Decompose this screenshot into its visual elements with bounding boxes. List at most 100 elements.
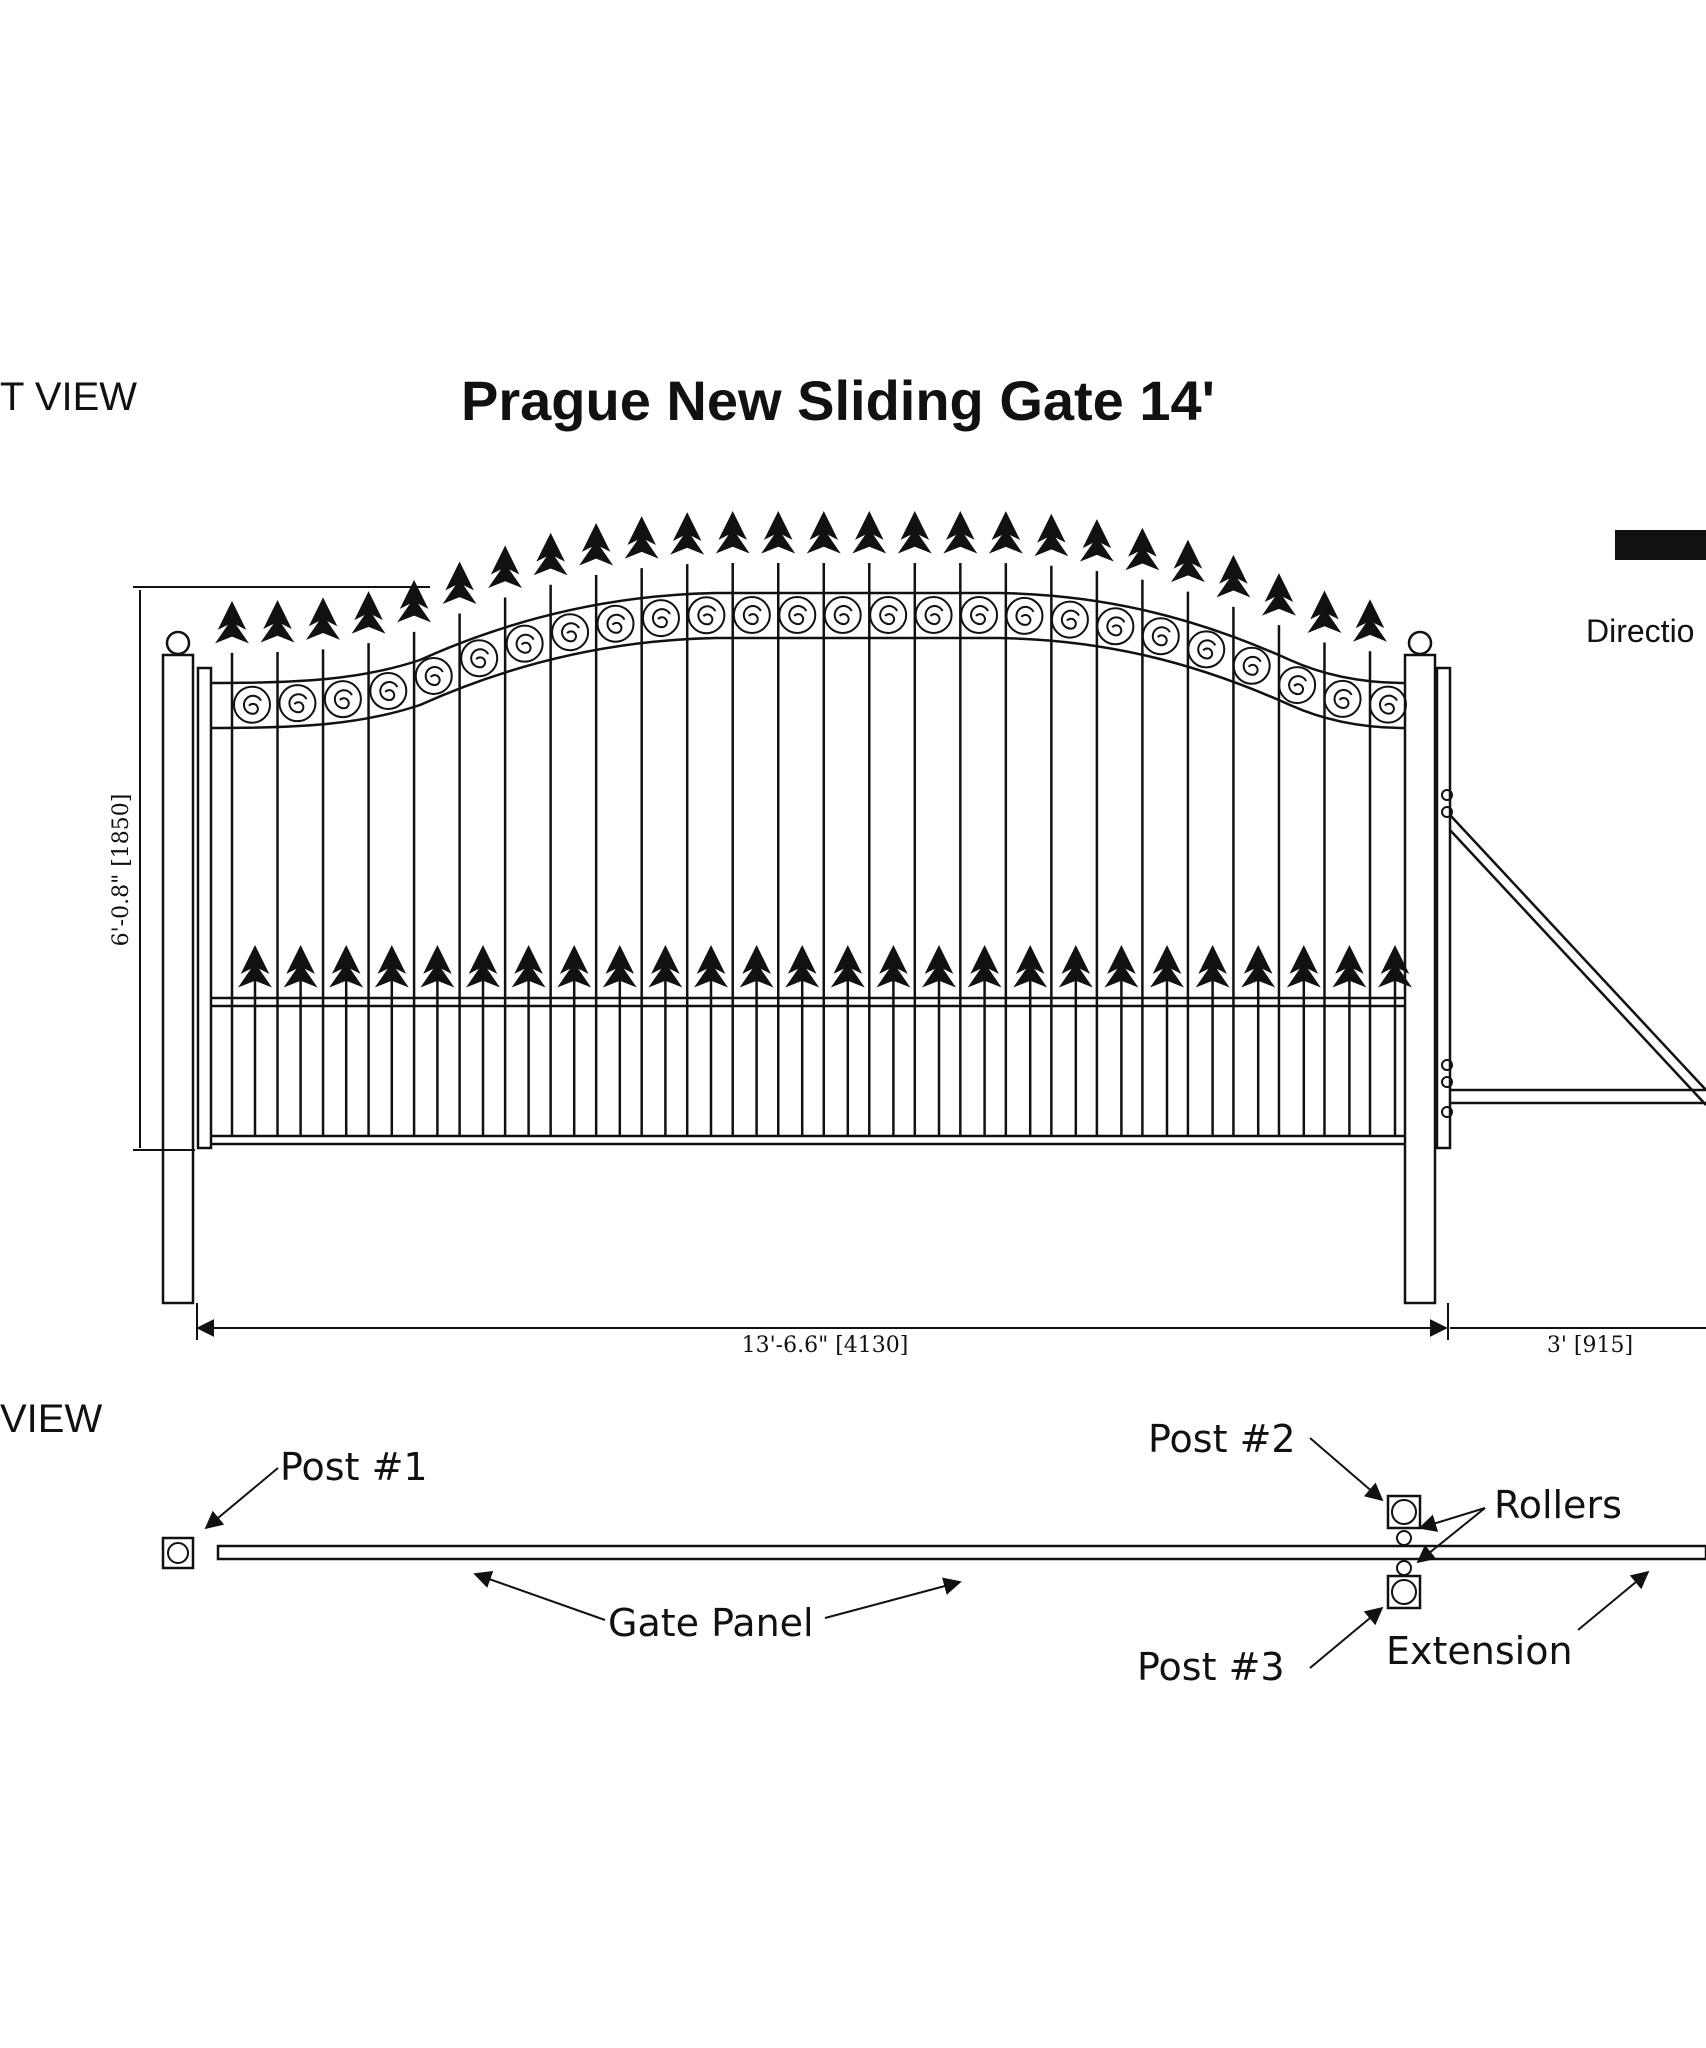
- spear-finial-icon: [488, 545, 523, 589]
- scroll-curl: [1378, 694, 1398, 715]
- spear-finial-icon: [806, 511, 841, 554]
- scroll-ring: [1096, 607, 1135, 646]
- scroll-ring: [460, 639, 499, 678]
- extension-label: Extension: [1386, 1629, 1573, 1673]
- scroll-curl: [242, 694, 262, 715]
- scroll-curl: [1106, 616, 1126, 637]
- spear-finial-icon: [1286, 945, 1321, 988]
- scroll-ring: [1369, 685, 1407, 724]
- extension-dimension: 3' [915]: [1547, 1333, 1633, 1358]
- scroll-curl: [515, 633, 535, 654]
- scroll-curl: [742, 605, 762, 626]
- top-view-label: VIEW: [0, 1397, 102, 1441]
- direction-label: Directio: [1586, 613, 1694, 649]
- spear-finial-icon: [1125, 527, 1160, 571]
- scroll-curl: [1151, 626, 1171, 647]
- scroll-curl: [924, 605, 944, 626]
- spear-finial-icon: [1332, 945, 1367, 988]
- spear-finial-icon: [897, 511, 932, 554]
- gate-finials: [215, 511, 1412, 988]
- scroll-ring: [323, 680, 362, 719]
- scroll-ring: [1141, 617, 1180, 656]
- scroll-ring: [641, 599, 680, 638]
- scroll-ring: [233, 685, 271, 724]
- scroll-curl: [879, 605, 899, 626]
- spear-finial-icon: [922, 945, 956, 988]
- scroll-ring: [732, 596, 771, 634]
- direction-bar: [1615, 530, 1706, 560]
- spear-finial-icon: [1216, 554, 1251, 598]
- front-view-label: T VIEW: [0, 375, 137, 419]
- scroll-ring: [687, 596, 726, 635]
- spear-finial-icon: [648, 945, 683, 988]
- scroll-ring: [914, 596, 953, 634]
- spear-finial-icon: [852, 511, 887, 554]
- spear-finial-icon: [1195, 945, 1230, 988]
- spear-finial-icon: [967, 945, 1002, 988]
- height-dimension: 6'-0.8" [1850]: [109, 794, 134, 947]
- scroll-ring: [596, 604, 635, 643]
- scroll-curl: [561, 622, 580, 643]
- scroll-ring: [1323, 679, 1362, 718]
- roller-bottom: [1396, 1560, 1412, 1576]
- spear-finial-icon: [1150, 945, 1184, 988]
- post-1-label: Post #1: [280, 1445, 428, 1489]
- spear-finial-icon: [306, 597, 341, 640]
- scroll-curl: [833, 605, 853, 626]
- roller-marks: [1441, 789, 1453, 1118]
- spear-finial-icon: [1079, 519, 1114, 562]
- post-1-cap: [165, 630, 191, 656]
- spear-finial-icon: [374, 945, 409, 988]
- post-2: [1403, 653, 1437, 1305]
- scroll-curl: [1288, 675, 1308, 696]
- spear-finial-icon: [1307, 590, 1342, 634]
- gate-pickets: [230, 563, 1397, 1136]
- spear-finial-icon: [602, 945, 637, 988]
- spear-finial-icon: [1353, 599, 1387, 642]
- spear-finial-icon: [420, 945, 455, 988]
- scroll-ring: [778, 596, 817, 634]
- scroll-curl: [333, 689, 353, 710]
- rollers-label: Rollers: [1494, 1483, 1622, 1527]
- post-1-plan: [161, 1536, 195, 1570]
- scroll-ring: [551, 613, 590, 652]
- spear-finial-icon: [579, 522, 614, 566]
- scroll-ring: [505, 624, 544, 663]
- scroll-curl: [1333, 688, 1353, 709]
- spear-finial-icon: [329, 945, 364, 988]
- scroll-curl: [697, 605, 717, 626]
- scroll-curl: [424, 666, 444, 686]
- spear-finial-icon: [238, 945, 272, 988]
- scroll-ring: [1050, 600, 1089, 639]
- page-title: Prague New Sliding Gate 14': [461, 369, 1215, 432]
- scroll-curl: [1242, 655, 1262, 676]
- scroll-ring: [1278, 666, 1317, 705]
- scroll-ring: [278, 684, 317, 723]
- scroll-curl: [1060, 609, 1080, 630]
- post-2-plan: [1386, 1494, 1422, 1530]
- scroll-ring: [960, 596, 999, 634]
- scroll-curl: [288, 693, 308, 714]
- gate-panel-plan: [216, 1544, 1706, 1561]
- spear-finial-icon: [260, 600, 295, 643]
- spear-finial-icon: [511, 945, 546, 988]
- spear-finial-icon: [761, 511, 796, 554]
- spear-finial-icon: [1013, 945, 1048, 988]
- spear-finial-icon: [624, 516, 659, 559]
- scroll-ring: [1005, 596, 1044, 635]
- front-view: [133, 511, 1706, 1340]
- scroll-curl: [1015, 605, 1035, 626]
- scroll-curl: [606, 613, 626, 634]
- spear-finial-icon: [785, 945, 820, 988]
- spear-finial-icon: [715, 511, 750, 554]
- spear-finial-icon: [1170, 539, 1205, 583]
- gate-panel-label: Gate Panel: [608, 1601, 814, 1645]
- spear-finial-icon: [283, 945, 318, 988]
- scroll-ring: [869, 596, 908, 634]
- scroll-ring: [823, 596, 862, 634]
- scroll-ring: [414, 656, 453, 695]
- scroll-ring: [1187, 630, 1226, 669]
- post-2-label: Post #2: [1148, 1417, 1296, 1461]
- spear-finial-icon: [739, 945, 774, 988]
